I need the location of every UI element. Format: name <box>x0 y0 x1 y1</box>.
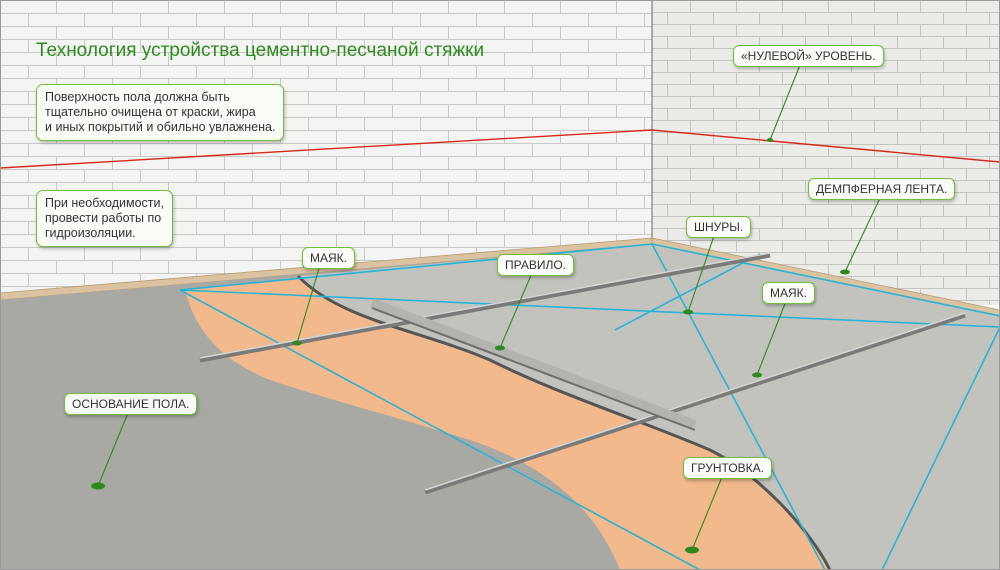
label-damper-tape: ДЕМПФЕРНАЯ ЛЕНТА. <box>808 178 956 200</box>
damper-tape-right <box>651 237 1000 317</box>
dot-zero-level <box>767 138 773 142</box>
dot-damper-tape <box>840 269 850 275</box>
leader-beacon-left <box>296 264 321 344</box>
note-line: При необходимости, <box>45 196 164 210</box>
leader-rule <box>499 272 533 349</box>
note-line: Поверхность пола должна быть <box>45 90 230 104</box>
diagram-title: Технология устройства цементно-песчаной … <box>36 40 485 61</box>
dot-primer <box>685 546 699 554</box>
leader-cords <box>687 232 716 313</box>
leader-dots <box>91 138 850 554</box>
note-line: и иных покрытий и обильно увлажнена. <box>45 120 276 134</box>
rule-bar-edge <box>371 307 696 431</box>
cord-7 <box>614 253 761 331</box>
cord-2 <box>179 243 653 291</box>
note-surface-cleaning: Поверхность пола должна быть тщательно о… <box>36 84 285 141</box>
leader-zero-level <box>769 64 801 141</box>
cord-6 <box>881 326 1000 570</box>
leader-beacon-right <box>756 300 787 376</box>
label-beacon-right: МАЯК. <box>762 282 815 304</box>
leader-lines <box>97 64 881 551</box>
beacon-left-highlight <box>199 252 771 359</box>
dot-beacon-right <box>752 372 762 378</box>
cord-4 <box>179 289 701 570</box>
leader-floor-base <box>97 412 129 487</box>
beacon-right-highlight <box>424 312 966 491</box>
note-line: провести работы по <box>45 211 162 225</box>
label-cords: ШНУРЫ. <box>686 216 752 238</box>
beacon-right-profile <box>424 312 966 495</box>
cord-5 <box>651 243 826 570</box>
label-primer: ГРУНТОВКА. <box>683 457 772 479</box>
cord-3 <box>651 243 1000 317</box>
label-beacon-left: МАЯК. <box>302 247 355 269</box>
cords-group <box>179 243 1000 570</box>
label-floor-base: ОСНОВАНИЕ ПОЛА. <box>64 393 198 415</box>
note-line: гидроизоляции. <box>45 226 136 240</box>
label-rule: ПРАВИЛО. <box>497 254 575 276</box>
note-waterproofing: При необходимости, провести работы по ги… <box>36 190 173 247</box>
screed-edge <box>296 274 832 570</box>
dot-beacon-left <box>292 340 302 346</box>
dot-floor-base <box>91 482 105 490</box>
cord-1 <box>179 289 1000 328</box>
rule-bar <box>370 298 697 430</box>
dot-rule <box>495 345 505 351</box>
label-zero-level: «НУЛЕВОЙ» УРОВЕНЬ. <box>733 45 884 67</box>
note-line: тщательно очищена от краски, жира <box>45 105 256 119</box>
leader-damper-tape <box>844 197 881 273</box>
zero-level-line <box>0 129 1000 169</box>
leader-primer <box>691 476 723 551</box>
dot-cords <box>683 309 693 315</box>
